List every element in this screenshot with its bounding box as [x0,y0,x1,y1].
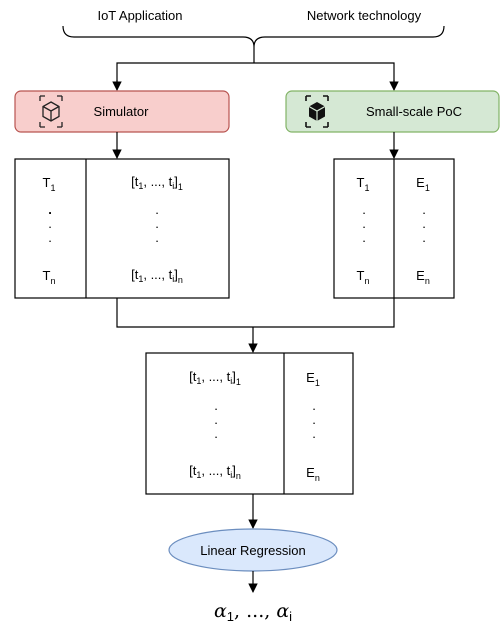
merged-dot: . [214,398,218,413]
merged-dot: . [312,398,316,413]
sim-dot: . [48,216,52,231]
simulator-cube-icon [39,95,63,128]
poc-dot: . [422,202,426,217]
poc-box: Small-scale PoC [285,90,500,133]
simulator-table: T1 . . . Tn [t1, ..., ti]1 . . . [t1, ..… [14,158,230,299]
curly-brace [62,25,445,48]
poc-dot: . [362,216,366,231]
linear-regression-label: Linear Regression [200,543,306,558]
merged-table: [t1, ..., ti]1 . . . [t1, ..., ti]n E1 .… [145,352,354,495]
poc-dot: . [362,230,366,245]
merge-connector [116,298,395,346]
merged-e1: E1 [306,370,320,388]
network-technology-label: Network technology [307,8,422,23]
iot-application-label: IoT Application [97,8,182,23]
sim-dot: . [48,230,52,245]
poc-tn: Tn [357,268,370,286]
poc-table: T1 . . . Tn E1 . . . En [333,158,455,299]
merged-en: En [306,465,320,483]
poc-t1: T1 [357,175,370,193]
merged-dot: . [312,426,316,441]
poc-label: Small-scale PoC [366,104,462,119]
merged-dot: . [214,412,218,427]
sim-dot: . [155,202,159,217]
sim-dot: . [48,202,52,217]
sim-dot: . [155,230,159,245]
merged-rown-vector: [t1, ..., ti]n [189,463,241,481]
poc-dot: . [422,216,426,231]
merged-dot: . [312,412,316,427]
sim-rown-vector: [t1, ..., ti]n [131,267,183,285]
poc-dot: . [422,230,426,245]
poc-cube-icon [305,95,329,128]
merged-dot: . [214,426,218,441]
simulator-label: Simulator [94,104,150,119]
merged-row1-vector: [t1, ..., ti]1 [189,369,241,387]
poc-dot: . [362,202,366,217]
output-coefficients: α1, ..., αi [214,600,292,624]
sim-row1-vector: [t1, ..., ti]1 [131,174,183,192]
sim-t1: T1 [43,175,56,193]
sim-dot: . [155,216,159,231]
split-connector [116,47,395,88]
poc-e1: E1 [416,175,430,193]
sim-tn: Tn [43,268,56,286]
poc-en: En [416,268,430,286]
simulator-box: Simulator [14,90,230,133]
linear-regression-node: Linear Regression [168,528,338,572]
